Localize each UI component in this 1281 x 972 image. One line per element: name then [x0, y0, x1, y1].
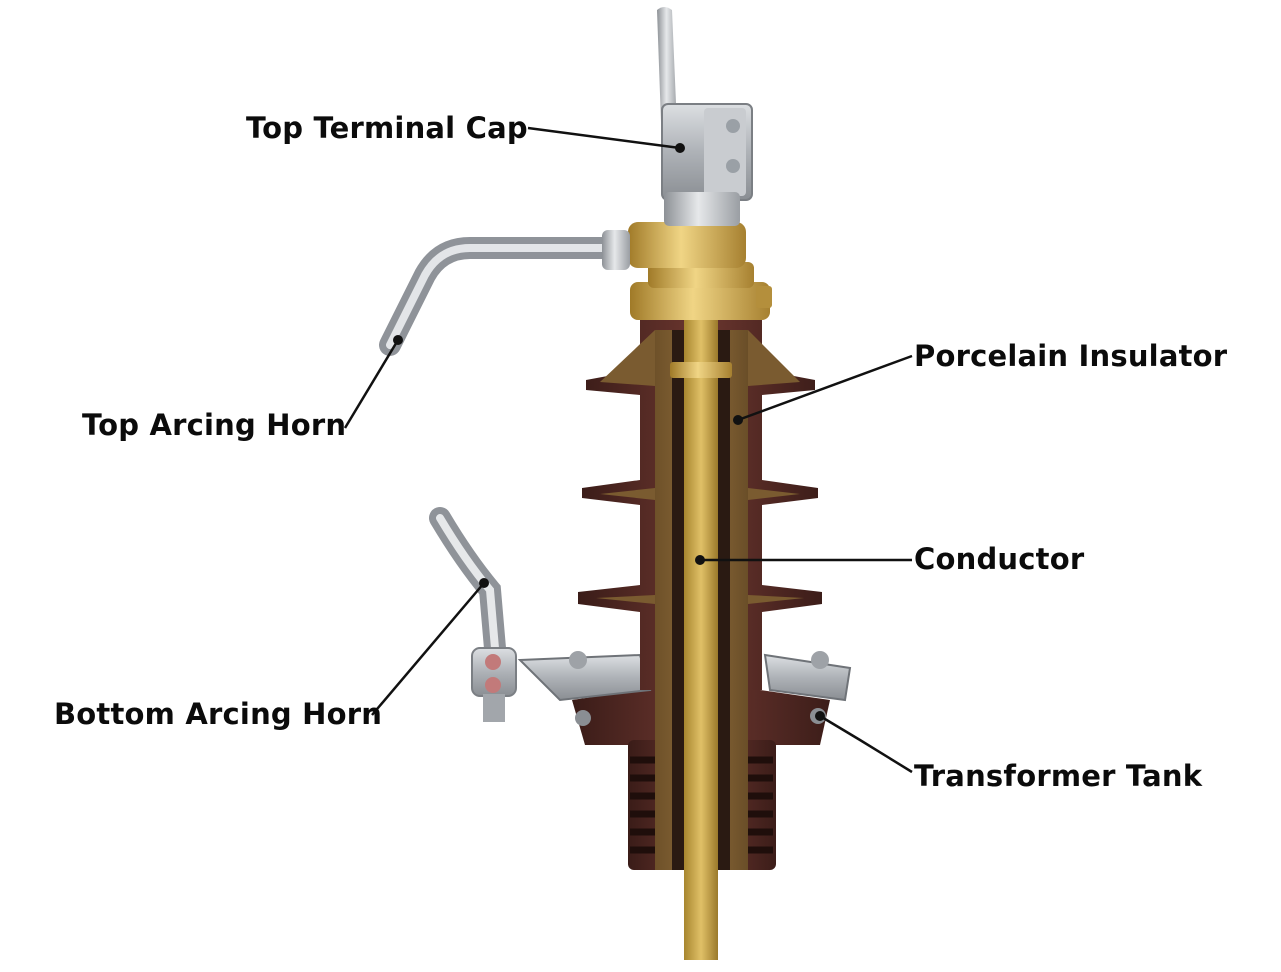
label-top-arcing-horn: Top Arcing Horn [82, 408, 347, 442]
label-conductor: Conductor [914, 542, 1085, 576]
leader-top-arcing-horn [343, 339, 400, 429]
leader-bottom-arcing-horn [371, 582, 485, 716]
conductor-rod [670, 300, 732, 960]
label-top-terminal-cap: Top Terminal Cap [246, 111, 528, 145]
leader-transformer-tank [819, 714, 913, 774]
top-terminal-cap-part [657, 7, 753, 226]
label-bottom-arcing-horn: Bottom Arcing Horn [54, 697, 383, 731]
leader-porcelain-insulator [737, 354, 913, 422]
leader-top-terminal-cap [527, 126, 681, 150]
brass-cap-assembly [628, 222, 772, 320]
bottom-arcing-horn-part [429, 507, 517, 722]
label-porcelain-insulator: Porcelain Insulator [914, 339, 1228, 373]
label-transformer-tank: Transformer Tank [914, 759, 1203, 793]
leader-lines [343, 126, 913, 774]
leader-dots [393, 143, 825, 721]
top-arcing-horn-part [379, 230, 630, 356]
